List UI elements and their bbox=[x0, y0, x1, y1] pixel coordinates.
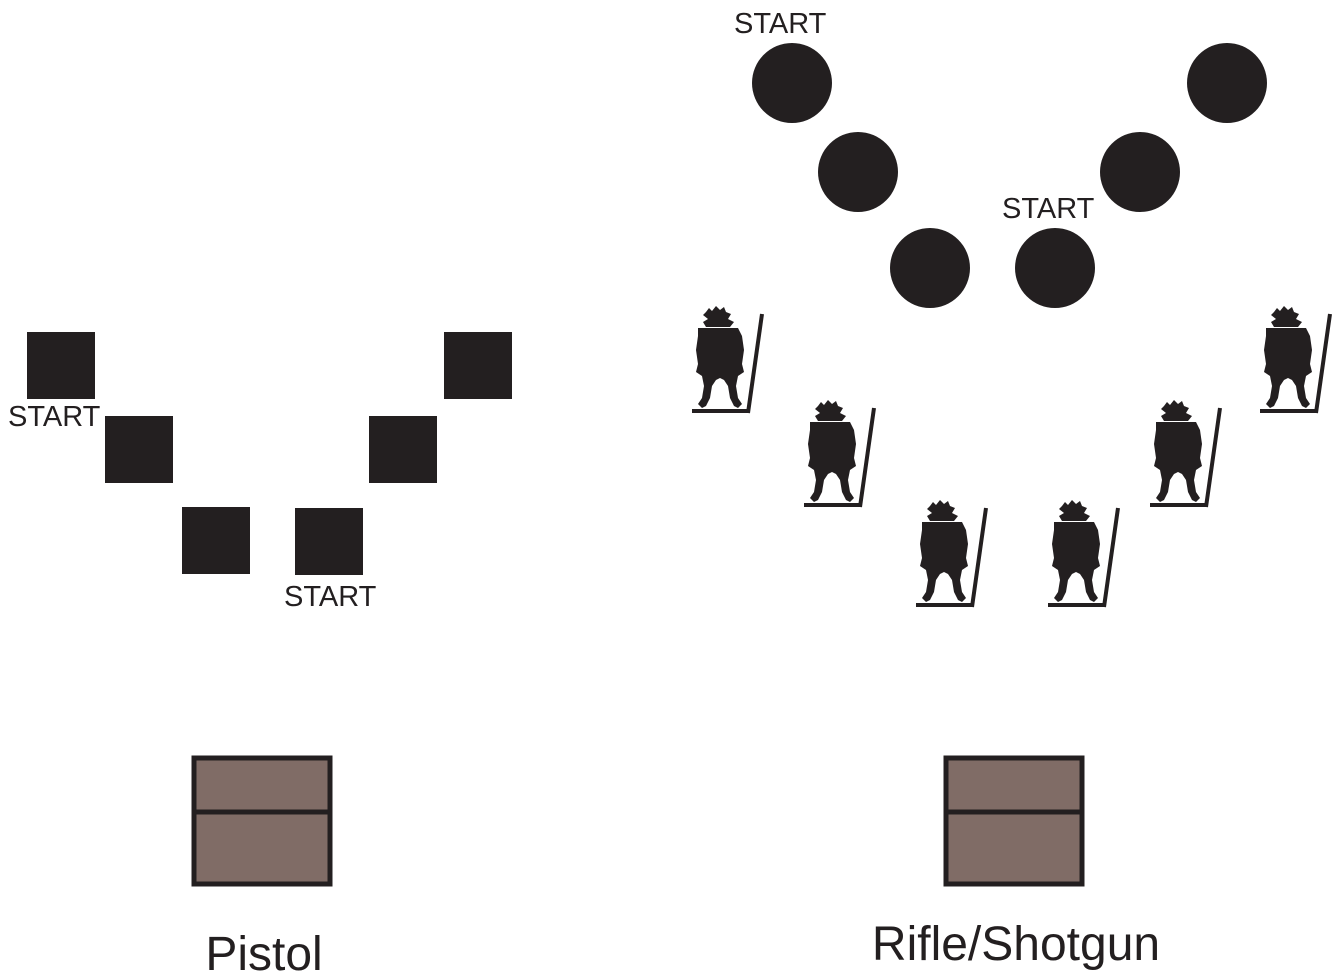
pistol-square-target-5 bbox=[369, 416, 437, 483]
rifle-start-label-top: START bbox=[734, 8, 827, 40]
pistol-shooting-table-icon bbox=[191, 755, 333, 887]
pistol-square-target-3 bbox=[182, 507, 250, 574]
pistol-square-target-4 bbox=[295, 508, 363, 575]
pistol-start-label-left: START bbox=[8, 401, 101, 433]
silhouette-target-icon-1 bbox=[690, 306, 764, 415]
silhouette-target-icon-4 bbox=[1046, 500, 1120, 609]
rifle-shotgun-layout bbox=[690, 43, 1332, 887]
rifle-shotgun-title: Rifle/Shotgun bbox=[872, 918, 1160, 971]
silhouette-target-icon-2 bbox=[802, 400, 876, 509]
silhouette-target-icon-6 bbox=[1258, 306, 1332, 415]
pistol-square-target-2 bbox=[105, 416, 173, 483]
rifle-shooting-table-icon bbox=[943, 755, 1085, 887]
rifle-start-label-middle: START bbox=[1002, 193, 1095, 225]
rifle-circle-target-6 bbox=[1187, 43, 1267, 123]
pistol-square-target-1 bbox=[27, 332, 95, 399]
pistol-square-target-6 bbox=[444, 332, 512, 399]
pistol-layout bbox=[27, 332, 512, 887]
silhouette-target-icon-5 bbox=[1148, 400, 1222, 509]
rifle-circle-target-3 bbox=[890, 228, 970, 308]
pistol-title: Pistol bbox=[205, 928, 322, 975]
rifle-circle-target-2 bbox=[818, 132, 898, 212]
silhouette-target-icon-3 bbox=[914, 500, 988, 609]
pistol-table-body bbox=[191, 755, 333, 887]
rifle-table-body bbox=[943, 755, 1085, 887]
rifle-circle-target-4 bbox=[1015, 228, 1095, 308]
rifle-circle-target-1 bbox=[752, 43, 832, 123]
rifle-circle-target-5 bbox=[1100, 132, 1180, 212]
pistol-start-label-right: START bbox=[284, 581, 377, 613]
